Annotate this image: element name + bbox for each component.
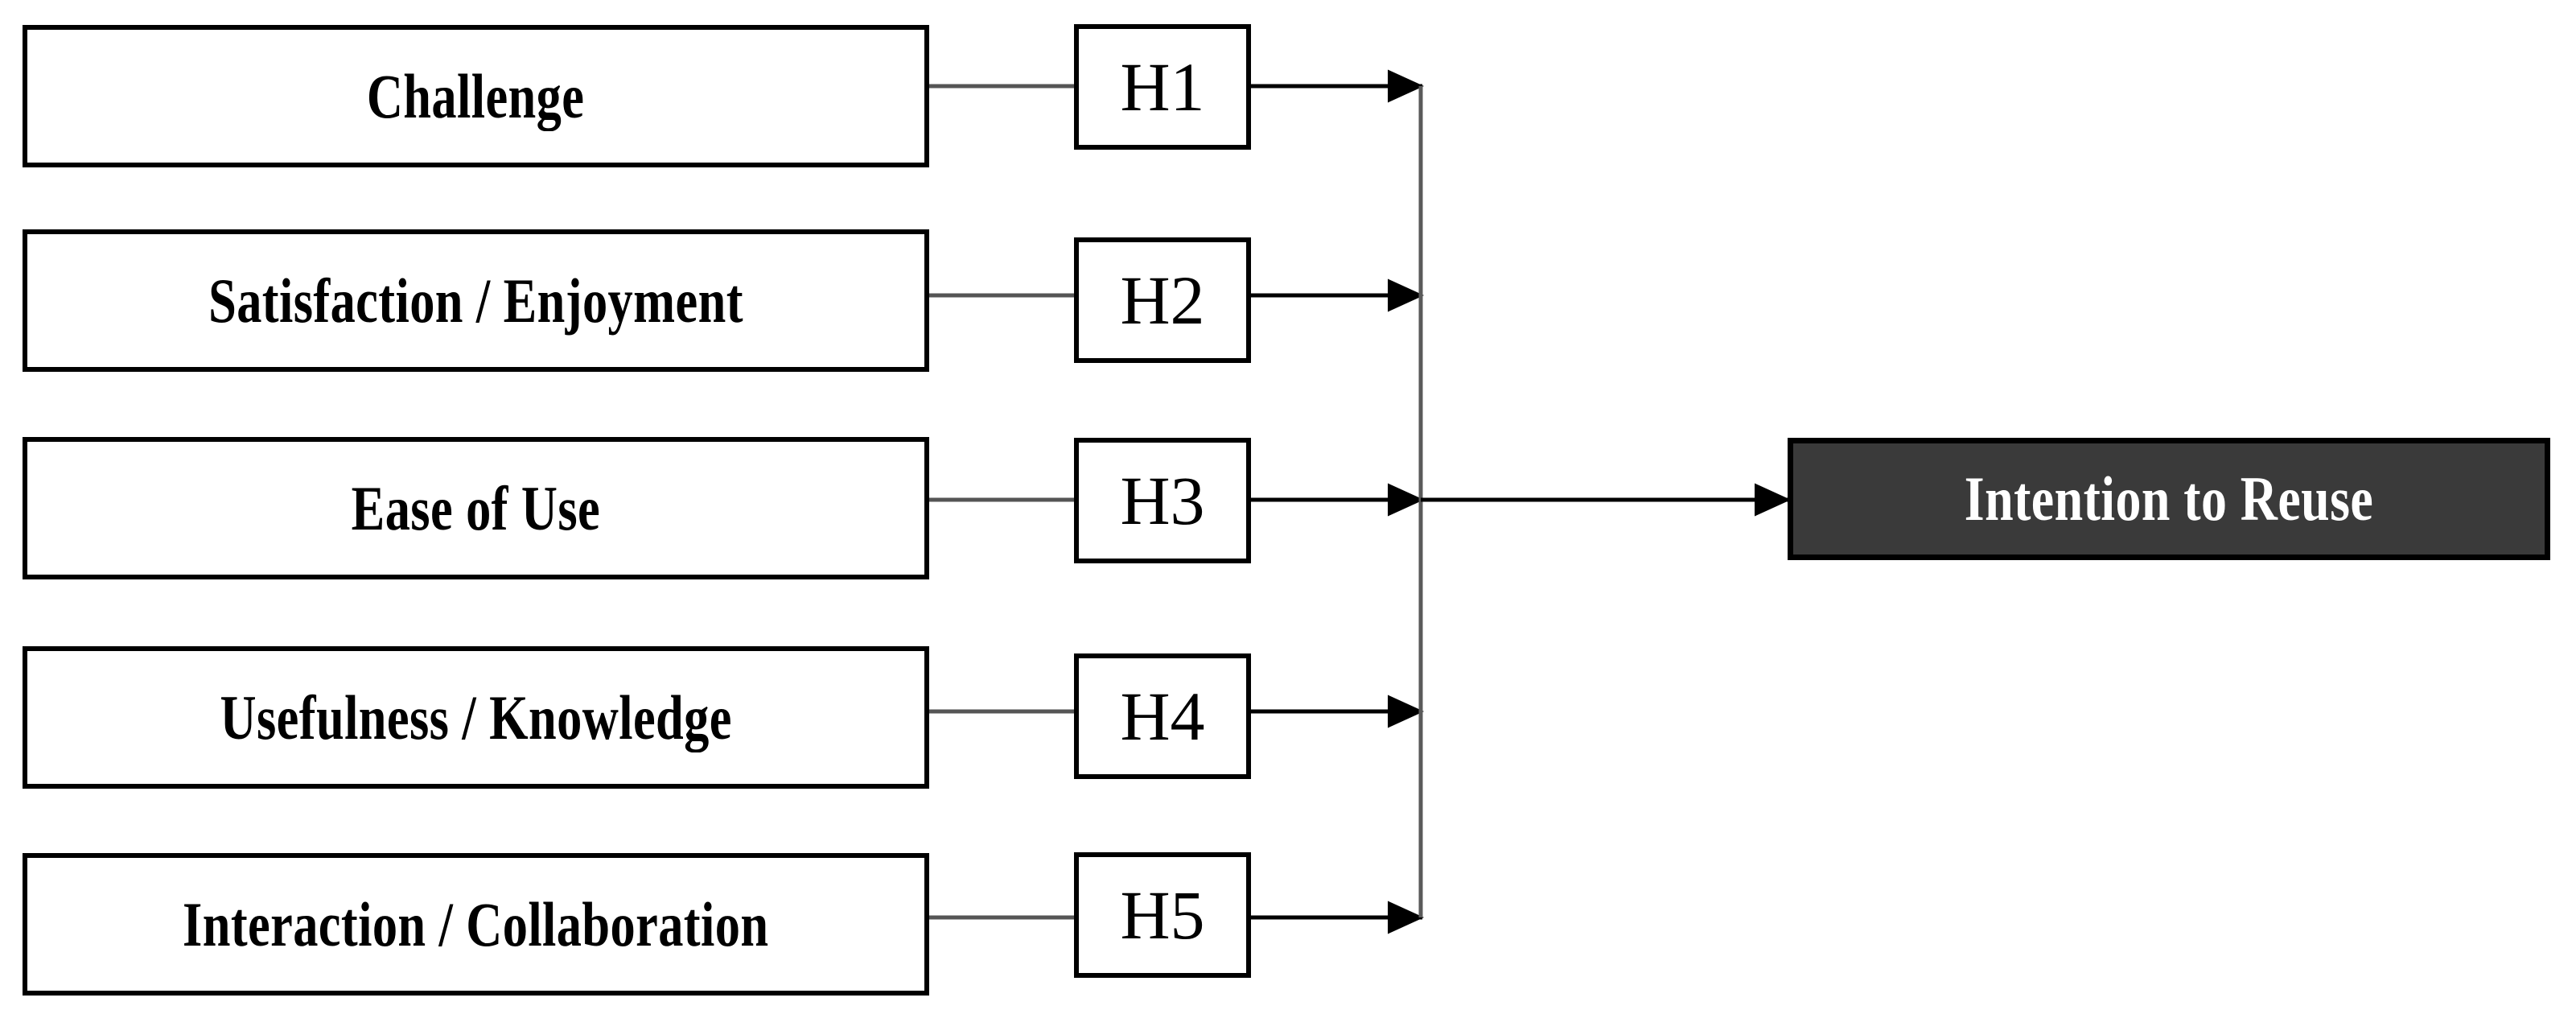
factor-box-challenge[interactable]: Challenge bbox=[23, 25, 929, 167]
hypothesis-label: H1 bbox=[1120, 48, 1205, 126]
hypothesis-box-h3[interactable]: H3 bbox=[1074, 438, 1251, 563]
hypothesis-box-h1[interactable]: H1 bbox=[1074, 24, 1251, 150]
hypothesis-label: H2 bbox=[1120, 262, 1205, 339]
factor-box-usefulness[interactable]: Usefulness / Knowledge bbox=[23, 646, 929, 789]
factor-label: Challenge bbox=[367, 60, 585, 131]
hypothesis-box-h2[interactable]: H2 bbox=[1074, 237, 1251, 363]
factor-label: Satisfaction / Enjoyment bbox=[208, 265, 743, 336]
hypothesis-box-h4[interactable]: H4 bbox=[1074, 653, 1251, 779]
factor-label: Ease of Use bbox=[351, 472, 601, 543]
outcome-label: Intention to Reuse bbox=[1964, 464, 2374, 534]
factor-box-ease-of-use[interactable]: Ease of Use bbox=[23, 437, 929, 579]
factor-box-satisfaction[interactable]: Satisfaction / Enjoyment bbox=[23, 229, 929, 372]
hypothesis-label: H3 bbox=[1120, 462, 1205, 539]
factor-label: Usefulness / Knowledge bbox=[220, 682, 732, 752]
hypothesis-label: H5 bbox=[1120, 876, 1205, 954]
hypothesis-label: H4 bbox=[1120, 678, 1205, 755]
factor-box-interaction[interactable]: Interaction / Collaboration bbox=[23, 853, 929, 996]
factor-label: Interaction / Collaboration bbox=[183, 888, 769, 959]
outcome-box-intention-to-reuse[interactable]: Intention to Reuse bbox=[1788, 438, 2550, 560]
hypothesis-box-h5[interactable]: H5 bbox=[1074, 852, 1251, 978]
